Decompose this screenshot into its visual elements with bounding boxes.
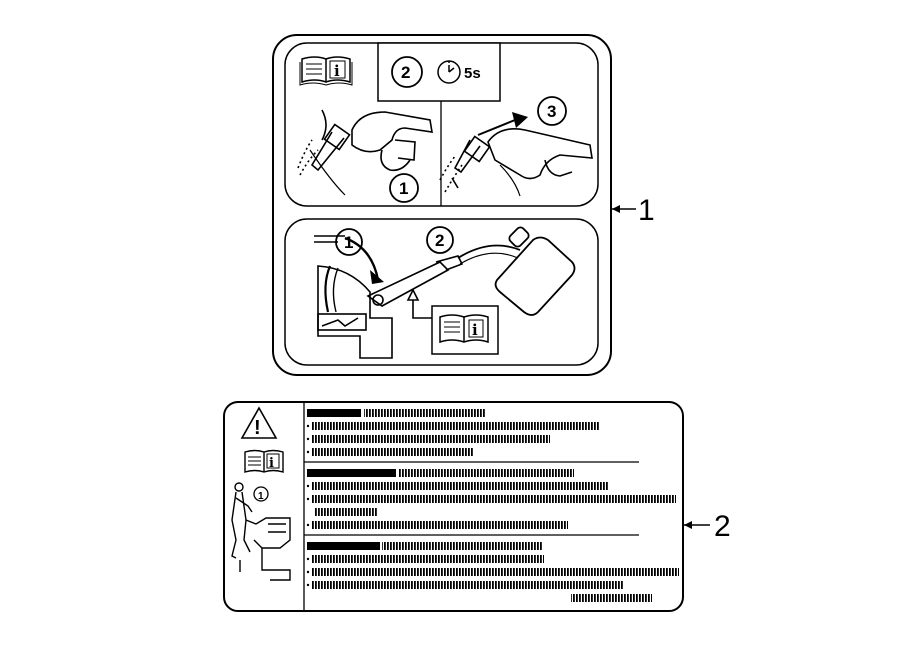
fuel-can-icon	[494, 226, 576, 316]
timer-text: 5s	[464, 65, 481, 82]
figure-step-number: 1	[258, 491, 264, 502]
figure-step-circle	[253, 486, 269, 502]
callout-1: 1	[612, 194, 655, 227]
book-info-glyph: i	[334, 62, 340, 80]
text-line	[311, 422, 600, 430]
text-line	[314, 508, 378, 516]
book-info-icon	[299, 56, 353, 86]
step-3-number: 3	[547, 102, 556, 121]
text-line	[311, 482, 609, 490]
lower-book-frame	[431, 305, 499, 355]
step-2-number: 2	[401, 63, 410, 82]
text-line	[311, 581, 624, 589]
label-1-lower-panel	[284, 218, 599, 366]
clock-icon	[437, 60, 461, 84]
text-line	[311, 521, 568, 529]
text-line	[311, 495, 676, 503]
warning-glyph: !	[254, 417, 261, 439]
label-2-outline	[223, 401, 684, 612]
lower-step-1-number: 1	[344, 233, 353, 252]
warning-triangle-icon	[240, 406, 278, 439]
fuel-nozzle-icon	[297, 109, 433, 196]
lower-step-2-circle	[426, 226, 454, 254]
step-2-circle	[391, 56, 423, 88]
callout-2: 2	[684, 510, 731, 543]
callout-1-number: 1	[638, 194, 655, 227]
text-line	[311, 555, 544, 563]
label-1-upper-panel	[284, 42, 599, 207]
step-1-circle	[389, 173, 419, 203]
text-line	[398, 469, 574, 477]
arrow-up-icon	[406, 288, 432, 319]
label-2-book-glyph: i	[269, 456, 274, 471]
fuel-nozzle-withdraw-icon	[439, 112, 593, 197]
lower-step-2-number: 2	[435, 231, 444, 250]
text-line	[382, 542, 542, 550]
lower-step-1-circle	[335, 228, 363, 256]
book-info-icon-lower	[439, 314, 489, 344]
label-1: i 2 5s 1	[272, 34, 612, 376]
fuel-funnel-icon	[366, 244, 521, 307]
label-2-text-blocks	[306, 409, 679, 602]
book-info-icon-label-2	[244, 449, 284, 473]
person-vehicle-icon	[231, 482, 291, 581]
step-3-circle	[537, 96, 567, 126]
fuel-door-icon	[314, 235, 393, 359]
label-2: ! i 1	[223, 401, 684, 612]
lower-book-glyph: i	[472, 321, 478, 339]
heading-bar-2	[307, 469, 396, 477]
heading-bar-1	[307, 409, 361, 417]
text-line	[311, 448, 473, 456]
text-line	[571, 594, 652, 602]
text-line	[364, 409, 486, 417]
text-line	[311, 435, 550, 443]
label-1-outline	[272, 34, 612, 376]
heading-bar-3	[307, 542, 380, 550]
callout-2-number: 2	[714, 510, 731, 543]
text-line	[311, 568, 679, 576]
timer-box	[377, 42, 501, 102]
step-1-number: 1	[399, 179, 408, 198]
